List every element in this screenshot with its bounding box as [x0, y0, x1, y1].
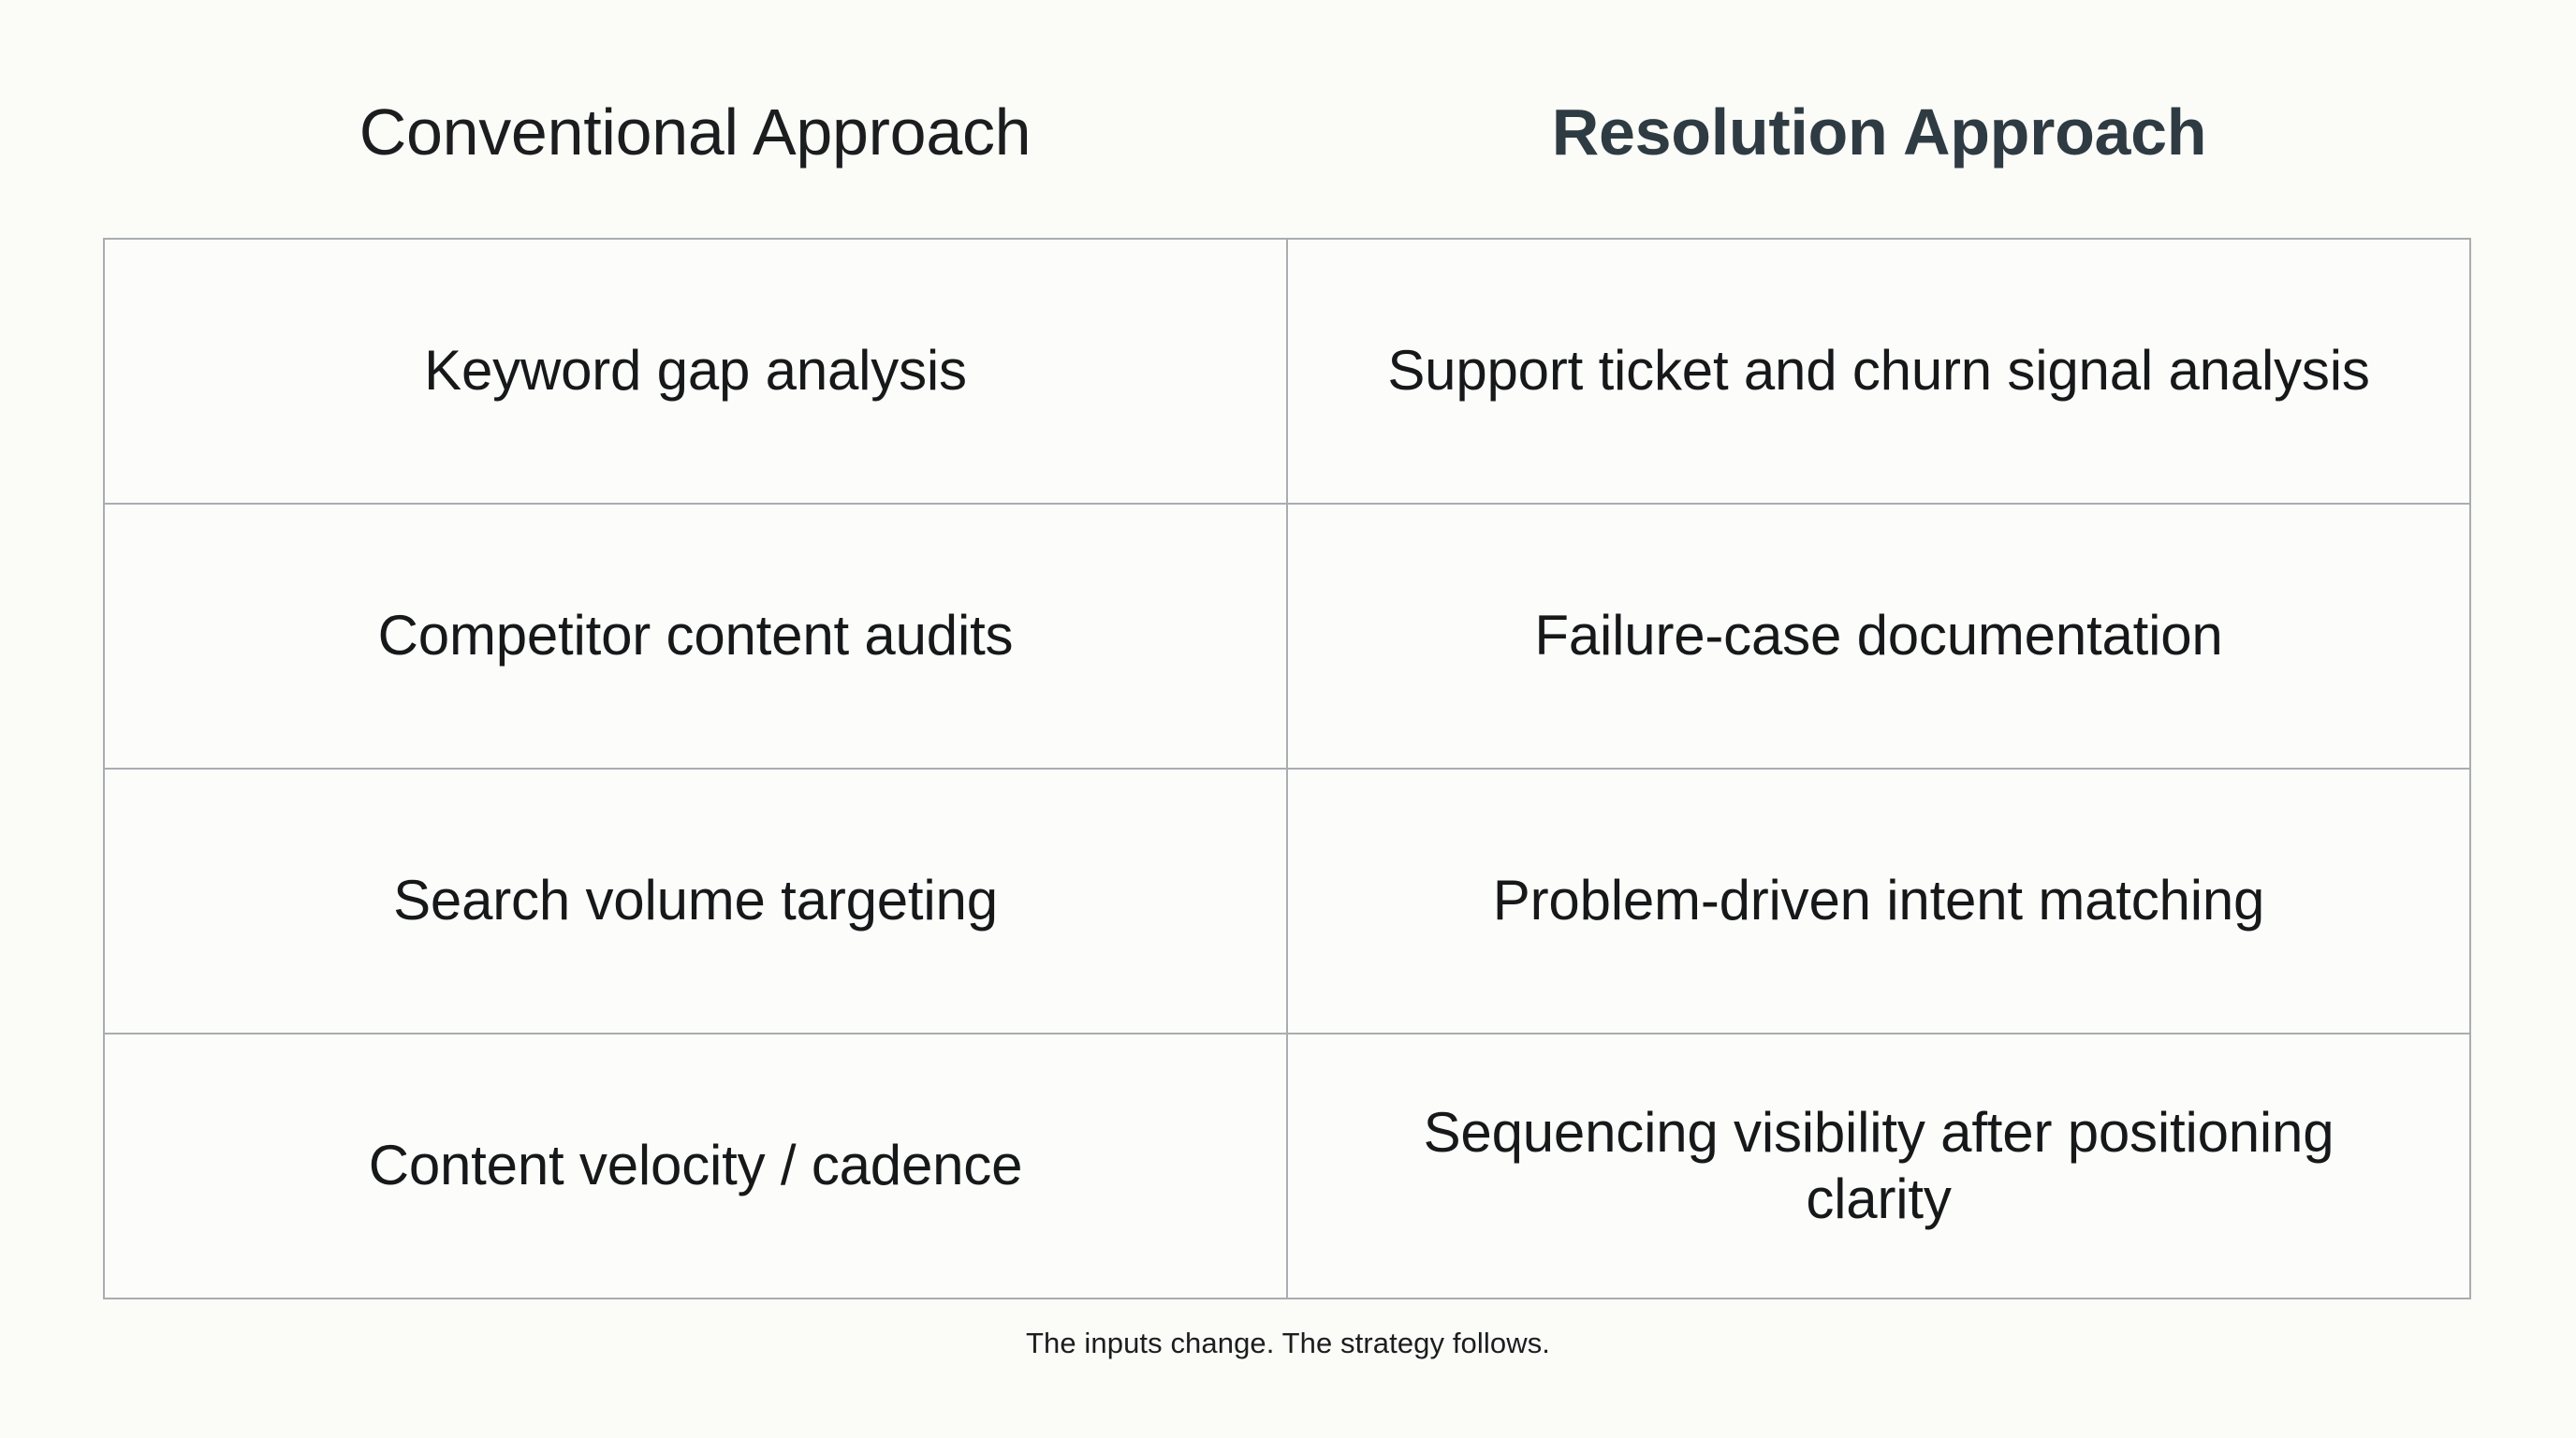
table-row: Search volume targeting Problem-driven i…: [103, 768, 2471, 1034]
table-column-headers: Conventional Approach Resolution Approac…: [103, 73, 2471, 193]
column-header-conventional: Conventional Approach: [103, 73, 1287, 193]
cell-conventional-3: Search volume targeting: [103, 768, 1288, 1034]
column-header-resolution-label: Resolution Approach: [1551, 95, 2207, 169]
table-row: Keyword gap analysis Support ticket and …: [103, 238, 2471, 505]
column-header-conventional-label: Conventional Approach: [359, 95, 1032, 169]
column-header-resolution: Resolution Approach: [1287, 73, 2471, 193]
table-row: Competitor content audits Failure-case d…: [103, 503, 2471, 770]
cell-conventional-2: Competitor content audits: [103, 503, 1288, 770]
cell-resolution-4: Sequencing visibility after positioning …: [1286, 1033, 2471, 1299]
cell-resolution-2: Failure-case documentation: [1286, 503, 2471, 770]
cell-resolution-1: Support ticket and churn signal analysis: [1286, 238, 2471, 505]
table-caption: The inputs change. The strategy follows.: [1025, 1327, 1551, 1359]
table-row: Content velocity / cadence Sequencing vi…: [103, 1033, 2471, 1299]
cell-resolution-3: Problem-driven intent matching: [1286, 768, 2471, 1034]
comparison-table: Keyword gap analysis Support ticket and …: [103, 238, 2471, 1299]
cell-conventional-4: Content velocity / cadence: [103, 1033, 1288, 1299]
table-body: Keyword gap analysis Support ticket and …: [103, 238, 2471, 1299]
cell-conventional-1: Keyword gap analysis: [103, 238, 1288, 505]
